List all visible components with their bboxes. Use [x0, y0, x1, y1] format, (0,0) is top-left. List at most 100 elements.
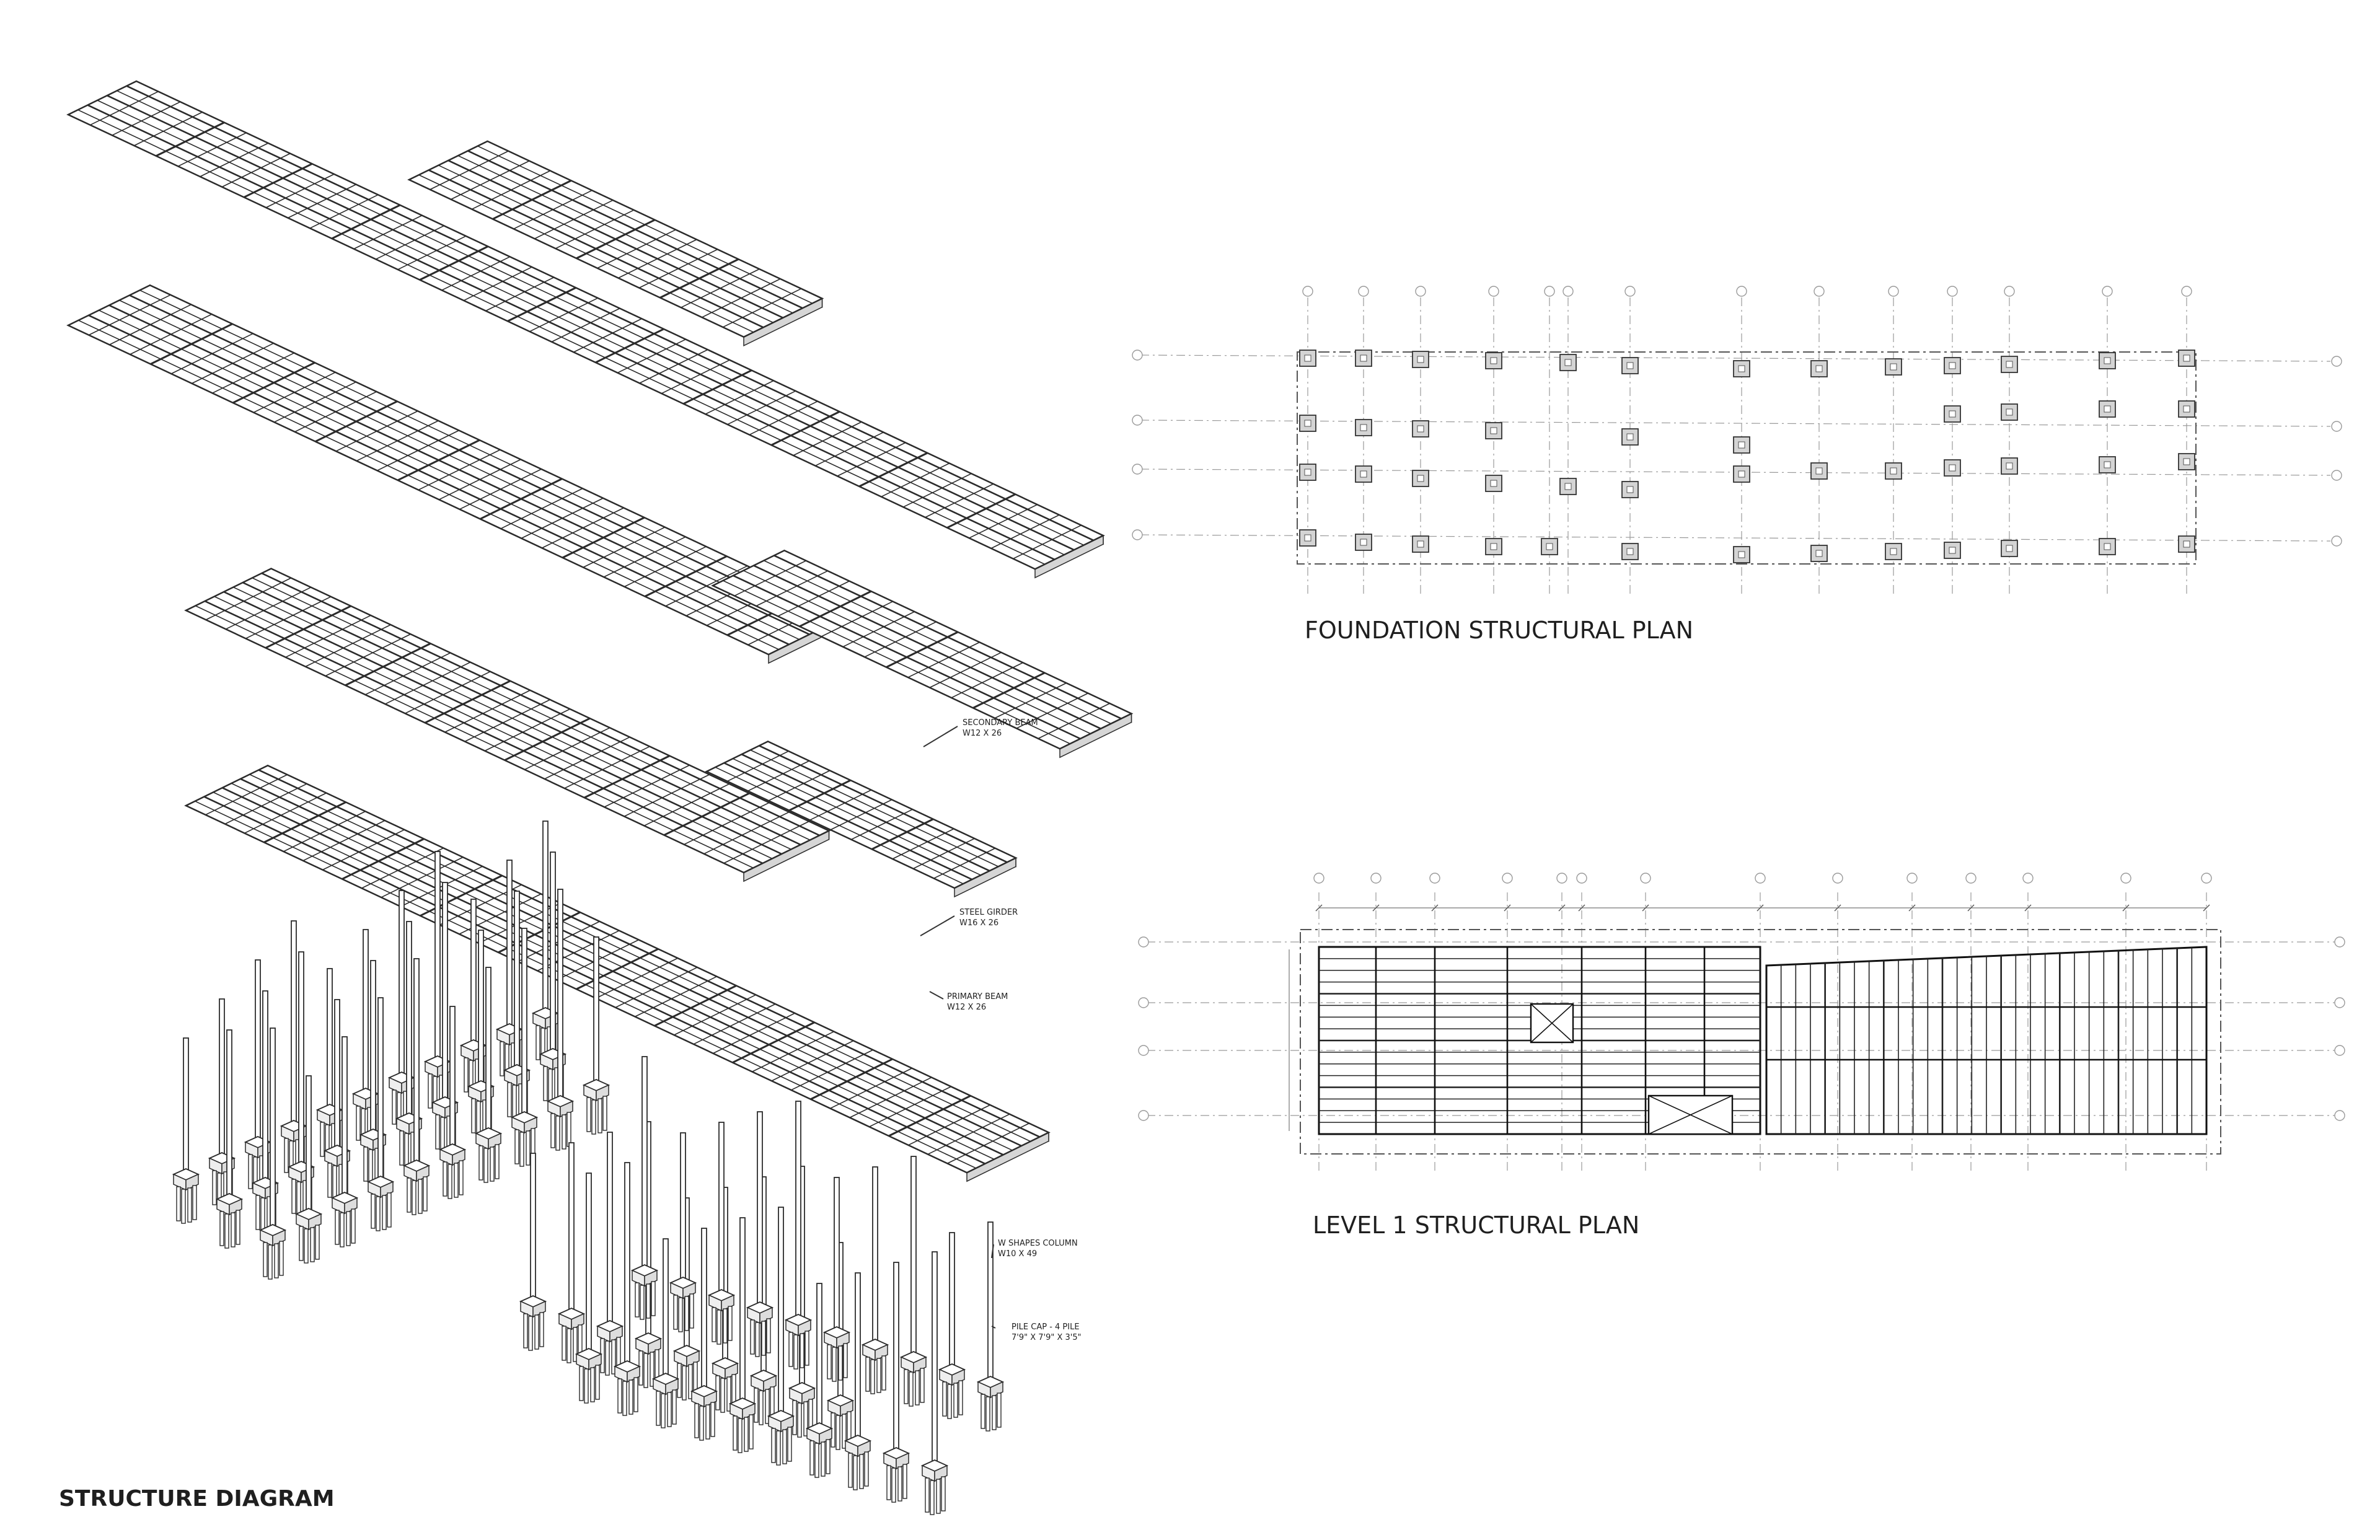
grid-bubble — [1132, 529, 1143, 540]
floor-beam — [850, 809, 913, 840]
pile — [495, 1144, 500, 1179]
iso-plate-level1 — [184, 764, 1051, 1182]
pile-cap-side — [627, 1365, 640, 1383]
floor-beam — [726, 750, 789, 782]
grid-bubble — [1965, 873, 1977, 884]
pile — [646, 1283, 651, 1319]
footing-column — [2006, 545, 2013, 552]
steel-column — [530, 1153, 536, 1302]
floor-beam — [946, 493, 1016, 529]
floor-girder — [126, 85, 1094, 542]
dimension-tick — [1504, 904, 1511, 912]
grid-bubble — [1132, 415, 1143, 426]
grid-bubble — [1640, 873, 1651, 884]
column-with-pile-cap — [899, 1156, 928, 1407]
floor-beam — [693, 1003, 776, 1045]
floor-beam — [385, 661, 471, 705]
floor-beam — [595, 328, 664, 364]
steel-column — [291, 920, 297, 1127]
pile — [418, 1179, 423, 1214]
pile-cap-side — [452, 1148, 465, 1166]
floor-beam — [723, 821, 809, 864]
pile — [761, 1321, 766, 1356]
pile — [992, 1395, 997, 1430]
steel-column — [816, 1283, 822, 1429]
pile — [689, 1293, 694, 1329]
pile — [392, 1089, 397, 1125]
pile — [865, 1357, 870, 1392]
floor-beam — [777, 580, 850, 617]
floor-girder — [774, 555, 1122, 719]
floor-beam — [892, 828, 954, 860]
floor-beam — [444, 690, 531, 733]
pile — [787, 1427, 792, 1462]
pile — [981, 1394, 985, 1429]
column-with-pile-cap — [976, 1221, 1005, 1432]
pile — [738, 1418, 743, 1453]
dimension-tick — [1834, 904, 1841, 912]
iso-plate-level2 — [184, 568, 831, 882]
pile — [327, 1163, 332, 1198]
pile — [712, 1307, 716, 1342]
pile — [231, 1212, 236, 1247]
grid-bubble — [1755, 873, 1766, 884]
floor-beam — [793, 421, 862, 456]
pile — [595, 1365, 600, 1400]
floor-beam — [397, 235, 467, 270]
floor-beam — [485, 276, 554, 312]
column-with-pile-cap — [938, 1232, 966, 1419]
floor-beam — [799, 590, 872, 628]
secondary-beam-size: W12 X 26 — [963, 729, 1002, 738]
pile — [897, 1466, 902, 1502]
column-with-pile-cap — [438, 1006, 467, 1199]
dimension-tick — [2024, 904, 2032, 912]
pile — [864, 1451, 869, 1487]
isometric-floor-framing — [66, 80, 1134, 1182]
footing-column — [1360, 539, 1367, 546]
column-with-pile-cap — [519, 1153, 547, 1351]
column-with-pile-cap — [172, 1037, 200, 1224]
floor-girder — [214, 596, 773, 860]
floor-girder — [438, 164, 774, 323]
floor-girder — [195, 605, 754, 869]
floor-beam — [810, 1058, 893, 1101]
pile-cap-side — [742, 1402, 756, 1420]
floor-girder — [467, 150, 803, 309]
footing-column — [1949, 410, 1956, 418]
floor-beam — [200, 143, 269, 177]
pile — [842, 1414, 847, 1449]
pile — [876, 1358, 881, 1393]
pile-cap-side — [532, 1300, 546, 1318]
footing-column — [1815, 467, 1823, 475]
callout-pile-cap: PILE CAP - 4 PILE 7'9" X 7'9" X 3'5" — [991, 1322, 1082, 1342]
floor-beam — [747, 760, 810, 792]
secondary-beam-label: SECONDARY BEAM — [963, 718, 1038, 728]
pile — [539, 1312, 544, 1347]
column-with-pile-cap — [613, 1162, 641, 1416]
floor-beam — [405, 671, 491, 714]
column-with-pile-cap — [882, 1262, 910, 1503]
pile — [720, 1378, 725, 1413]
steel-column — [434, 851, 441, 1062]
pile — [483, 1148, 488, 1183]
column-with-pile-cap — [634, 1121, 663, 1388]
pile — [936, 1479, 941, 1514]
footing-column — [1304, 420, 1311, 427]
floor-beam — [752, 1031, 834, 1073]
pile — [219, 1211, 224, 1246]
pile — [566, 1112, 571, 1147]
pile — [399, 1130, 404, 1166]
pile — [827, 1344, 832, 1379]
grid-bubble — [1556, 873, 1567, 884]
floor-beam — [544, 736, 630, 780]
steel-column — [449, 1006, 456, 1150]
column-with-pile-cap — [767, 1207, 795, 1466]
pile — [519, 1132, 524, 1167]
floor-beam — [770, 410, 840, 446]
pile — [699, 1406, 704, 1441]
pile — [512, 1085, 517, 1120]
footing-column — [1490, 480, 1497, 487]
footing-column — [1890, 467, 1897, 475]
steel-column — [795, 1101, 801, 1321]
